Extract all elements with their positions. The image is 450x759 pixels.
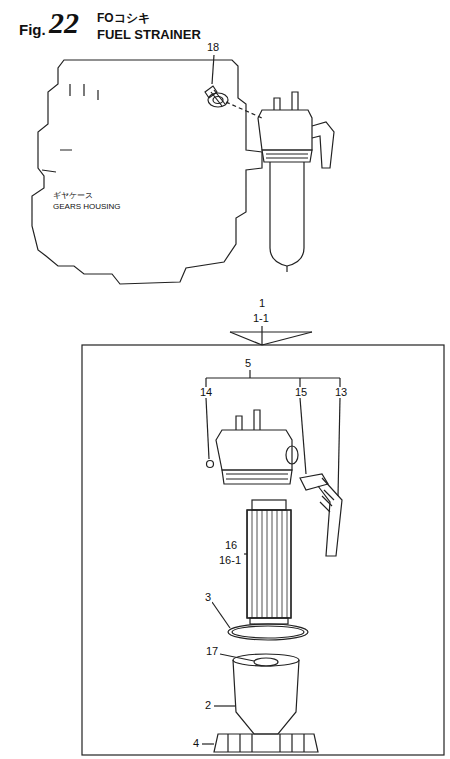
callout-number: 3	[204, 592, 212, 603]
callout-number: 17	[205, 646, 219, 657]
callout-number: 15	[294, 387, 308, 398]
callout-number: 5	[244, 358, 252, 369]
callout-number: 1-1	[252, 313, 270, 324]
callout-number: 2	[204, 700, 212, 711]
figure-title: FUEL STRAINER	[96, 28, 202, 41]
figure-number: 22	[48, 8, 80, 38]
callout-number: 18	[206, 42, 220, 53]
callout-number: 13	[334, 387, 348, 398]
japanese-title: FOコシキ	[96, 12, 151, 24]
callout-number: 4	[192, 738, 200, 749]
callout-number: 16	[224, 540, 238, 551]
housing-label: ギヤケース	[52, 192, 94, 200]
callout-number: 16-1	[218, 555, 242, 566]
figure-prefix: Fig.	[18, 22, 47, 37]
housing-label: GEARS HOUSING	[52, 203, 122, 211]
callout-number: 1	[258, 298, 266, 309]
callout-number: 14	[199, 387, 213, 398]
